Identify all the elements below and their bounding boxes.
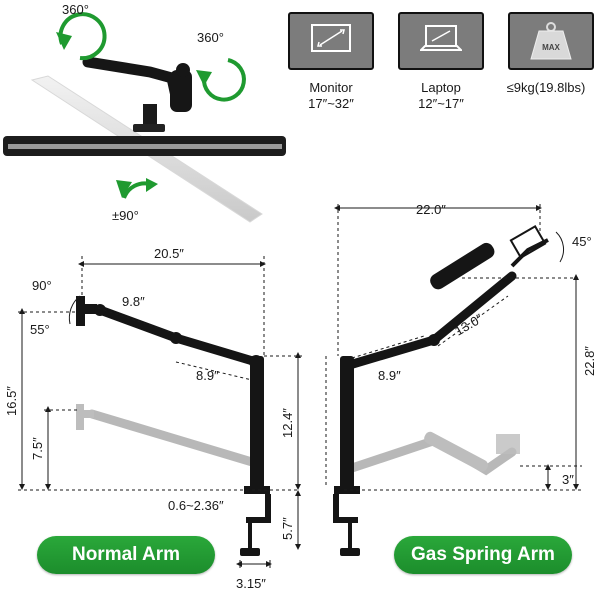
monitor-rotation-illustration: [3, 12, 286, 223]
gas-arm-dimensions: [325, 204, 582, 491]
normal-arm-ghost: [76, 404, 257, 467]
normal-height-low: 7.5″: [30, 437, 45, 460]
spec-monitor-box: [288, 12, 374, 70]
tilt-label: ±90°: [112, 208, 139, 223]
monitor-icon: [311, 23, 351, 59]
normal-arm-drawing: [76, 296, 271, 556]
normal-pole-label: 12.4″: [280, 408, 295, 438]
laptop-icon: [418, 24, 464, 59]
clamp-range-label: 0.6~2.36″: [168, 498, 224, 513]
normal-arm-title: Normal Arm: [37, 536, 215, 574]
normal-seg1-label: 9.8″: [122, 294, 145, 309]
weight-badge: MAX: [542, 43, 560, 52]
spec-laptop-line2: 12″~17″: [418, 96, 464, 111]
rotation-label-right: 360°: [197, 30, 224, 45]
normal-height-total: 16.5″: [4, 386, 19, 416]
spec-laptop-box: [398, 12, 484, 70]
gas-seg2-label: 8.9″: [378, 368, 401, 383]
normal-angle-up: 90°: [32, 278, 52, 293]
rotation-label-left: 360°: [62, 2, 89, 17]
base-width-label: 3.15″: [236, 576, 266, 591]
normal-seg2-label: 8.9″: [196, 368, 219, 383]
gas-arm-drawing: [333, 224, 549, 556]
spec-weight-box: MAX: [508, 12, 594, 70]
spec-laptop-line1: Laptop: [421, 80, 461, 95]
gas-width-label: 22.0″: [416, 202, 446, 217]
clamp-depth-label: 5.7″: [280, 517, 295, 540]
normal-arm-dimensions: [18, 256, 302, 568]
gas-arm-title: Gas Spring Arm: [394, 536, 572, 574]
spec-weight-line1: ≤9kg(19.8lbs): [506, 80, 586, 95]
normal-angle-down: 55°: [30, 322, 50, 337]
spec-laptop-text: Laptop 12″~17″: [386, 80, 496, 112]
spec-weight-text: ≤9kg(19.8lbs): [492, 80, 600, 96]
spec-monitor-line2: 17″~32″: [308, 96, 354, 111]
normal-width-label: 20.5″: [154, 246, 184, 261]
spec-monitor-line1: Monitor: [309, 80, 353, 95]
gas-height-low: 3″: [562, 472, 574, 487]
spec-monitor-text: Monitor 17″~32″: [276, 80, 386, 112]
gas-arm-ghost: [347, 431, 520, 476]
gas-height-total: 22.8″: [582, 346, 597, 376]
weight-icon: MAX: [529, 21, 573, 61]
gas-angle-label: 45°: [572, 234, 592, 249]
